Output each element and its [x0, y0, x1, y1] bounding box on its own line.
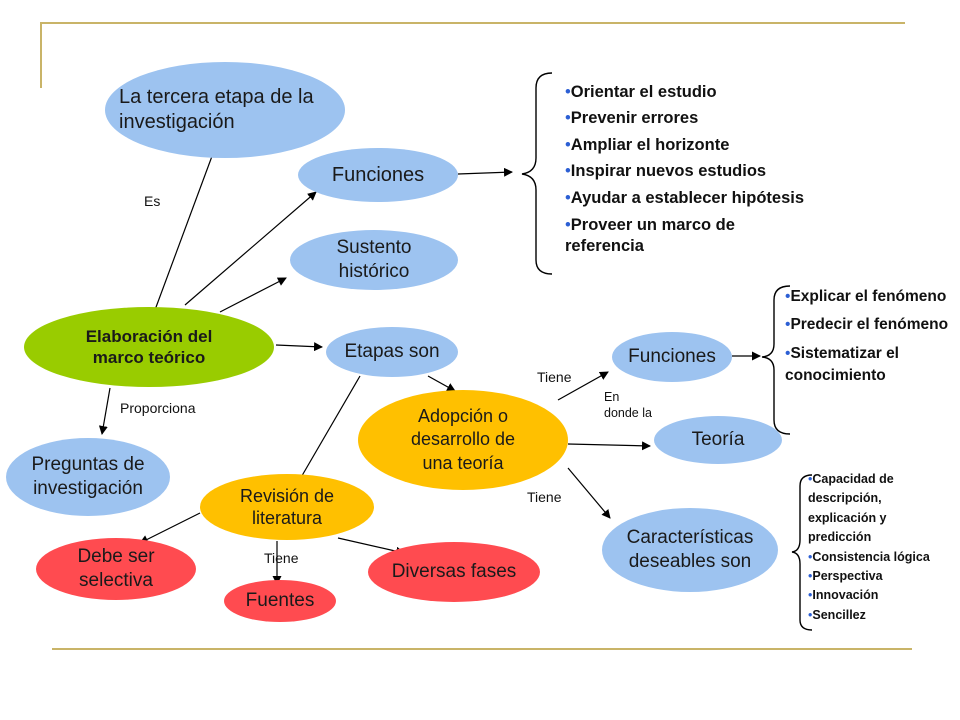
node-preguntas-text: Preguntas de investigación [31, 454, 145, 499]
label-tiene-funciones: Tiene [537, 369, 572, 385]
node-funciones-right: Funciones [612, 332, 732, 382]
node-preguntas: Preguntas de investigación [6, 438, 170, 516]
list-funciones-item: Orientar el estudio [565, 79, 895, 105]
label-proporciona: Proporciona [120, 400, 196, 416]
node-tercera-etapa: La tercera etapa de la investigación [105, 62, 345, 158]
node-fuentes: Fuentes [224, 580, 336, 622]
list-caracteristicas: Capacidad de descripción, explicación y … [808, 470, 958, 625]
node-elaboracion: Elaboración del marco teórico [24, 307, 274, 387]
node-debe-ser-text: Debe ser selectiva [77, 546, 155, 591]
list-funciones-item: Inspirar nuevos estudios [565, 158, 895, 184]
list-funciones-teoria: Explicar el fenómeno Predecir el fenómen… [785, 286, 957, 388]
list-caracteristicas-item: Perspectiva [808, 567, 958, 586]
node-etapas: Etapas son [326, 327, 458, 377]
list-funciones-teoria-item: Predecir el fenómeno [785, 314, 957, 336]
list-funciones-teoria-item: Explicar el fenómeno [785, 286, 957, 308]
node-revision: Revisión de literatura [200, 474, 374, 540]
list-funciones-teoria-item: Sistematizar el conocimiento [785, 343, 957, 388]
node-funciones-right-text: Funciones [628, 346, 716, 368]
node-adopcion: Adopción o desarrollo de una teoría [358, 390, 568, 490]
list-funciones-item: Prevenir errores [565, 105, 895, 131]
node-caracteristicas-text: Características deseables son [626, 527, 754, 572]
list-caracteristicas-item: Innovación [808, 586, 958, 605]
list-funciones: Orientar el estudio Prevenir errores Amp… [565, 79, 895, 258]
frame-top-line [40, 22, 905, 24]
list-caracteristicas-item: Consistencia lógica [808, 548, 958, 567]
node-revision-text: Revisión de literatura [239, 485, 335, 529]
node-sustento-text: Sustento histórico [336, 237, 412, 282]
label-tiene-caracteristicas: Tiene [527, 489, 562, 505]
node-teoria-text: Teoría [691, 429, 745, 451]
label-tiene-fuentes: Tiene [264, 550, 299, 566]
list-caracteristicas-item: Capacidad de descripción, explicación y … [808, 470, 926, 548]
label-es: Es [144, 193, 161, 209]
node-etapas-text: Etapas son [344, 341, 440, 363]
list-funciones-item: Ampliar el horizonte [565, 132, 895, 158]
node-elaboracion-text: Elaboración del marco teórico [85, 326, 213, 367]
node-caracteristicas: Características deseables son [602, 508, 778, 592]
list-funciones-item: Proveer un marco de referencia [565, 215, 815, 258]
node-diversas-text: Diversas fases [391, 561, 517, 583]
frame-left-line [40, 22, 42, 88]
node-sustento: Sustento histórico [290, 230, 458, 290]
list-funciones-item: Ayudar a establecer hipótesis [565, 185, 895, 211]
node-funciones-top-text: Funciones [331, 163, 425, 186]
node-adopcion-text: Adopción o desarrollo de una teoría [410, 405, 516, 473]
node-funciones-top: Funciones [298, 148, 458, 202]
list-caracteristicas-item: Sencillez [808, 606, 958, 625]
frame-bottom-line [52, 648, 912, 650]
node-tercera-etapa-text: La tercera etapa de la investigación [119, 86, 314, 133]
node-debe-ser: Debe ser selectiva [36, 538, 196, 600]
label-en-donde-la: En donde la [604, 390, 652, 421]
node-diversas: Diversas fases [368, 542, 540, 602]
node-fuentes-text: Fuentes [245, 590, 315, 612]
node-teoria: Teoría [654, 416, 782, 464]
